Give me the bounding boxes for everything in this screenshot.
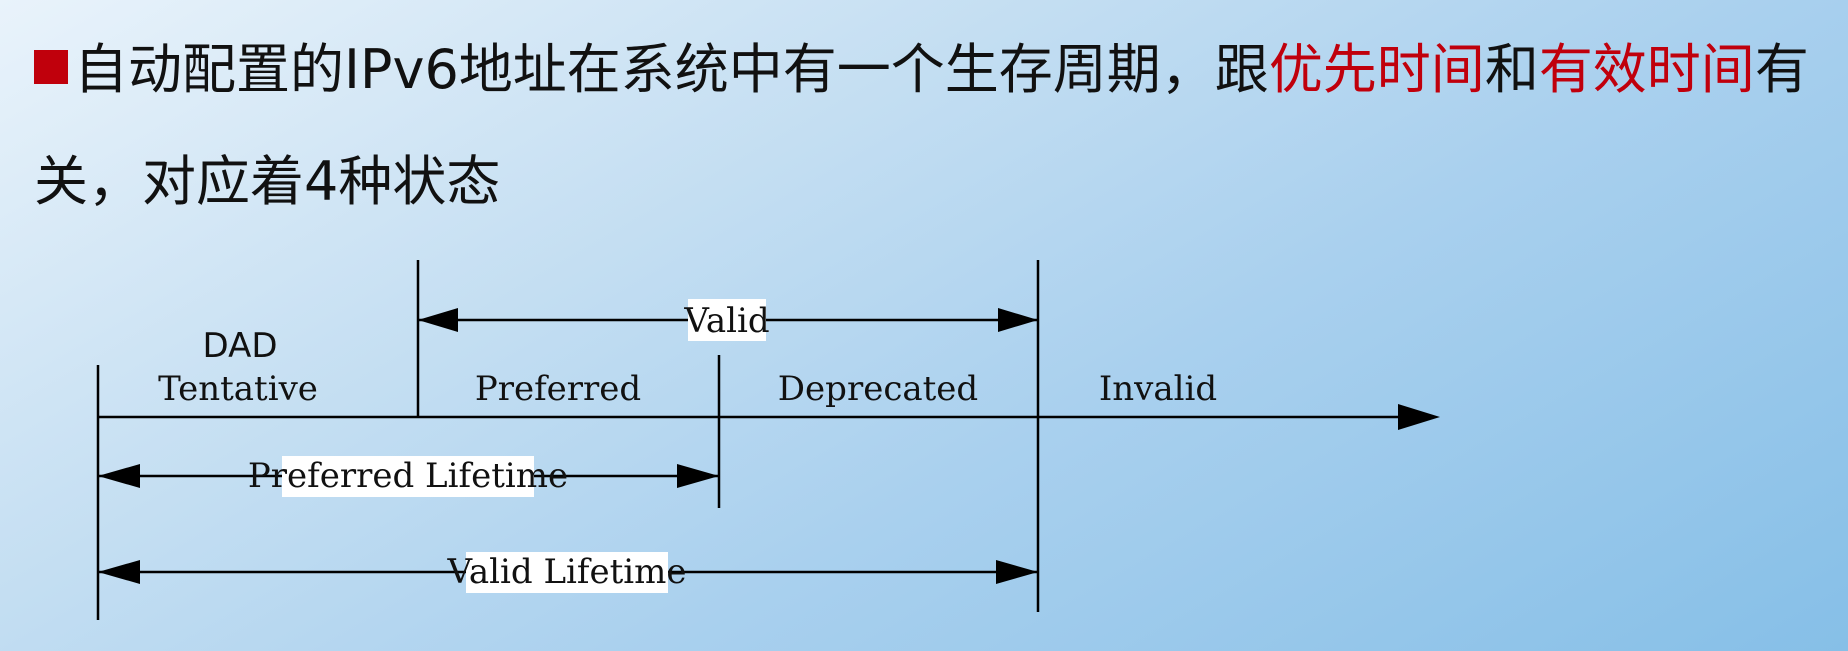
preferred-lifetime-label: Preferred Lifetime bbox=[248, 456, 568, 496]
valid-lifetime-label: Valid Lifetime bbox=[446, 552, 686, 592]
valid-lifetime-left-head bbox=[98, 560, 140, 584]
valid-arrow-label: Valid bbox=[683, 301, 769, 341]
valid-lifetime-label-bg bbox=[466, 552, 668, 593]
dad-label: DAD bbox=[202, 326, 277, 366]
state-tentative: Tentative bbox=[158, 369, 318, 409]
heading-highlight-preferred-time: 优先时间 bbox=[1268, 38, 1485, 101]
preferred-lifetime-left-head bbox=[98, 464, 140, 488]
heading-part3: 有关，对应着4种状态 bbox=[34, 38, 1809, 213]
valid-label-bg bbox=[688, 299, 766, 341]
heading-text: 自动配置的IPv6地址在系统中有一个生存周期，跟优先时间和有效时间有关，对应着4… bbox=[34, 14, 1824, 238]
valid-arrow-left-head bbox=[418, 308, 458, 332]
valid-arrow-right-head bbox=[998, 308, 1038, 332]
state-preferred: Preferred bbox=[475, 369, 641, 409]
heading-part2: 和 bbox=[1484, 38, 1539, 101]
valid-lifetime-right-head bbox=[996, 560, 1038, 584]
heading-part1: 自动配置的IPv6地址在系统中有一个生存周期，跟 bbox=[74, 38, 1269, 101]
heading-highlight-valid-time: 有效时间 bbox=[1538, 38, 1755, 101]
state-invalid: Invalid bbox=[1099, 369, 1217, 409]
timeline-arrowhead bbox=[1398, 404, 1440, 430]
state-deprecated: Deprecated bbox=[778, 369, 978, 409]
bullet-square-icon bbox=[34, 50, 68, 84]
preferred-lifetime-label-bg bbox=[282, 456, 534, 497]
preferred-lifetime-right-head bbox=[677, 464, 719, 488]
